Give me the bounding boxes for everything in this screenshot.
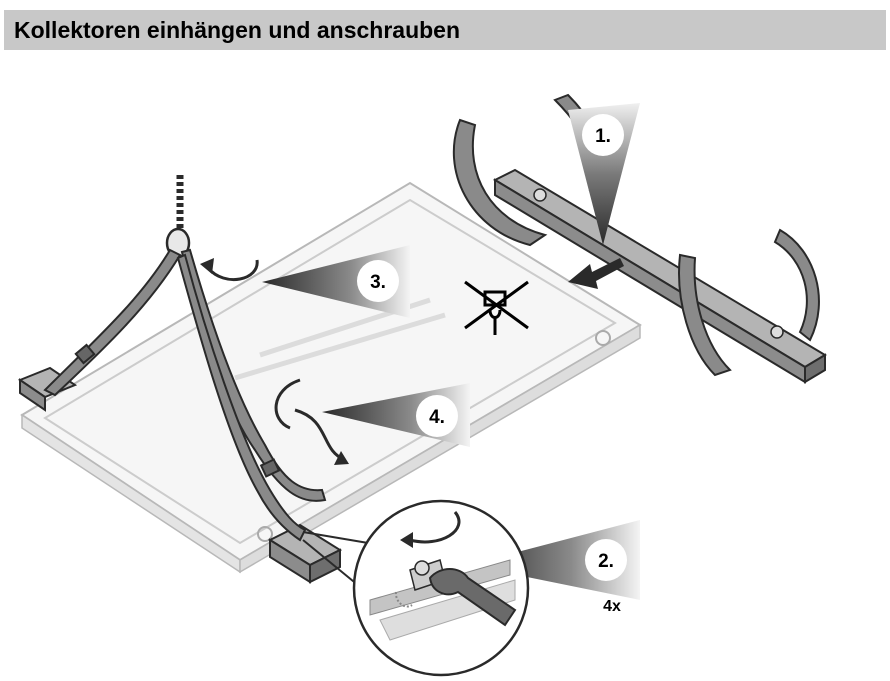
detail-zoom-circle [302, 499, 530, 677]
lifting-strap-left [43, 248, 327, 542]
step-pointer-2 [468, 520, 640, 600]
wrench-icon [428, 568, 517, 627]
step-3-label: 3. [370, 272, 386, 293]
step-2-label: 2. [598, 551, 614, 572]
rotate-arrow-icon [200, 258, 259, 282]
step-1-label: 1. [595, 126, 611, 147]
swing-arrow-icon [274, 378, 349, 465]
step-badge-3: 3. [357, 260, 399, 302]
title-bar: Kollektoren einhängen und anschrauben [4, 10, 886, 50]
step-badge-4: 4. [416, 395, 458, 437]
collector-panel [20, 181, 642, 574]
tighten-arrow-icon [400, 511, 461, 548]
mounting-rail-right [492, 168, 827, 384]
hoist-chain [165, 175, 191, 259]
step-2-count: 4x [603, 598, 621, 615]
no-suction-lift-icon [464, 280, 529, 335]
step-4-label: 4. [429, 407, 445, 428]
push-arrow-icon [568, 258, 624, 289]
step-badge-1: 1. [582, 114, 624, 156]
step-badge-2: 2. [585, 539, 627, 581]
page-title: Kollektoren einhängen und anschrauben [14, 17, 461, 43]
